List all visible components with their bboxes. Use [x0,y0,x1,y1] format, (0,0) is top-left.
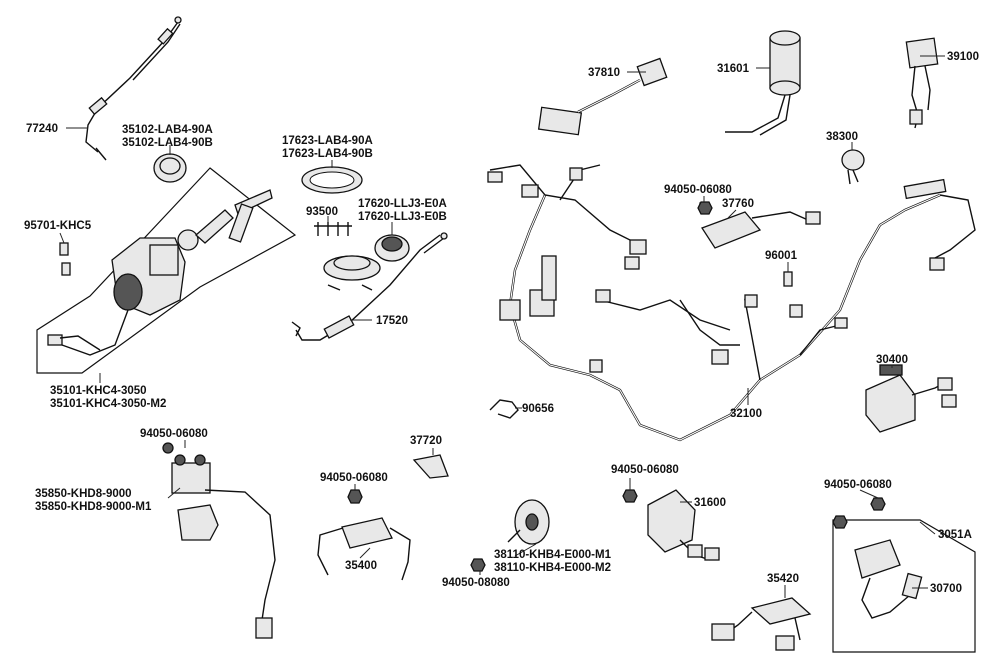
relay-39100 [905,37,939,129]
buzzer-31601 [725,30,801,136]
wire-35420 [711,597,812,651]
label-39100: 39100 [947,51,979,63]
label-35850-b: 35850-KHD8-9000-M1 [35,501,152,513]
label-94050-a: 94050-06080 [664,184,732,196]
bolt-96001 [783,271,793,287]
label-35102-a: 35102-LAB4-90A [122,124,213,136]
label-37760: 37760 [722,198,754,210]
part-number-labels: 77240 35102-LAB4-90A 35102-LAB4-90B 1762… [24,51,979,595]
label-77240: 77240 [26,123,58,135]
label-35102-b: 35102-LAB4-90B [122,137,213,149]
horn-38110 [507,499,550,545]
bolts-95701 [59,242,71,276]
label-17623-b: 17623-LAB4-90B [282,148,373,160]
label-35101-b: 35101-KHC4-3050-M2 [50,398,166,410]
label-17620-b: 17620-LLJ3-E0B [358,211,447,223]
seat-lock-cable [85,16,182,161]
label-94050-f: 94050-06080 [824,479,892,491]
main-wire-harness [487,164,976,442]
label-95701: 95701-KHC5 [24,220,92,232]
nut-94050-a [697,201,713,215]
label-38300: 38300 [826,131,858,143]
resistor-35400 [317,517,411,581]
fuel-lid-cable [291,232,448,341]
fuel-cap [323,234,410,291]
label-37810: 37810 [588,67,620,79]
nut-94050-f [832,497,886,529]
label-90656: 90656 [522,403,554,415]
label-96001: 96001 [765,250,798,262]
label-94050-b: 94050-06080 [140,428,208,440]
label-17620-a: 17620-LLJ3-E0A [358,198,447,210]
nut-94050-d [470,558,486,572]
label-30400: 30400 [876,354,908,366]
key-cap [153,153,187,183]
label-94050-c: 94050-06080 [320,472,388,484]
sub-harness-37810 [537,57,668,136]
ignition-switch [47,189,273,356]
bracket-37720 [412,454,449,479]
label-37720: 37720 [410,435,442,447]
label-31600: 31600 [694,497,726,509]
clip-90656 [489,399,519,419]
regulator-31600 [647,489,720,561]
label-38110-a: 38110-KHB4-E000-M1 [494,549,612,561]
fuel-cap-gasket [301,166,363,194]
leader-lines [59,55,945,598]
flasher-38300 [841,149,865,185]
label-93500: 93500 [306,206,338,218]
cdi-unit-30400 [865,364,957,433]
screws-93500 [314,222,352,236]
label-35101-a: 35101-KHC4-3050 [50,385,147,397]
label-94050-e: 94050-06080 [611,464,679,476]
nut-94050-c [347,489,363,504]
label-35420: 35420 [767,573,799,585]
label-3051a: 3051A [938,529,972,541]
label-94050-d: 94050-08080 [442,577,510,589]
label-38110-b: 38110-KHB4-E000-M2 [494,562,611,574]
label-30700: 30700 [930,583,962,595]
label-17520: 17520 [376,315,408,327]
label-35850-a: 35850-KHD8-9000 [35,488,132,500]
ignition-coil [854,539,923,619]
label-35400: 35400 [345,560,377,572]
label-31601: 31601 [717,63,750,75]
ignition-switch-group-frame [36,167,297,374]
regulator-37760 [699,202,821,249]
label-17623-a: 17623-LAB4-90A [282,135,373,147]
starter-relay [162,442,276,639]
nut-94050-e [622,489,638,503]
label-32100: 32100 [730,408,762,420]
ignition-coil-group-frame [832,519,976,653]
